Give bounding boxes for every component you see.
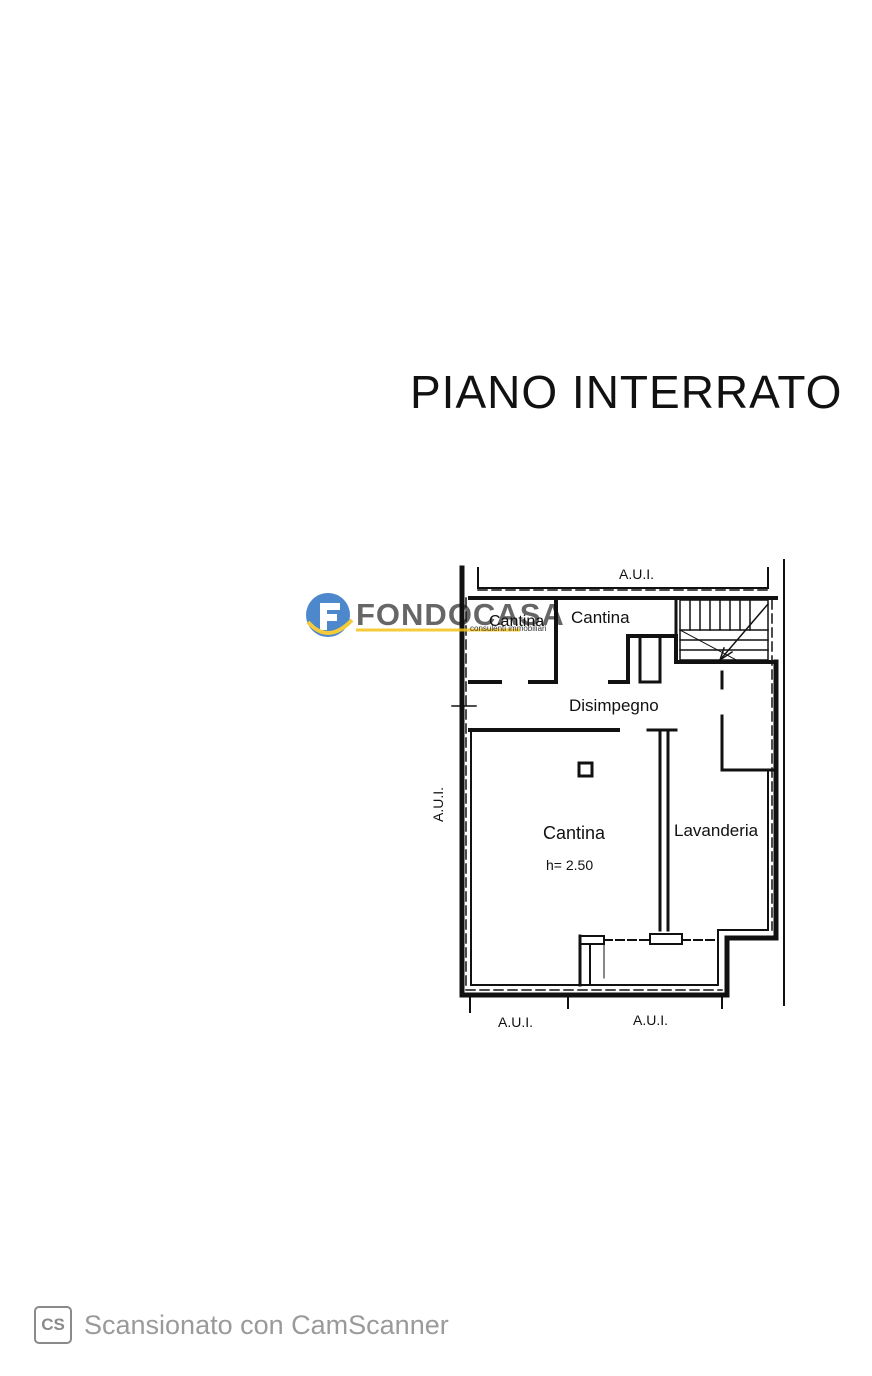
wall [579,935,605,945]
bottom-tick [469,994,723,1013]
room-label-cantina-top: Cantina [571,608,630,627]
boundary-label-left: A.U.I. [430,787,446,822]
stairs [679,599,770,663]
fondocasa-tagline: consulenti immobiliari [470,624,547,633]
wall [608,634,778,684]
outer-wall [459,565,779,998]
camscanner-text: Scansionato con CamScanner [84,1309,449,1340]
room-height-label: h= 2.50 [546,857,593,873]
camscanner-footer: CS Scansionato con CamScanner [34,1306,449,1344]
top-wall [477,567,769,589]
wall [720,714,774,772]
boundary-label-bottom-right: A.U.I. [633,1012,668,1028]
boundary-label-bottom-left: A.U.I. [498,1014,533,1030]
room-label-lavanderia: Lavanderia [674,821,759,840]
room-label-disimpegno: Disimpegno [569,696,659,715]
boundary-label-top: A.U.I. [619,566,654,582]
room-label-cantina-main: Cantina [543,823,606,843]
tick [451,693,477,719]
camscanner-logo-icon: CS [34,1306,72,1344]
plan-title: PIANO INTERRATO [410,366,843,418]
column [577,761,594,778]
outer-wall-inner [470,729,769,986]
fondocasa-watermark: FONDOCASA consulenti immobiliari [306,593,565,637]
fondocasa-brand: FONDOCASA [356,597,565,632]
room-label-cantina-small: Cantina [489,613,544,630]
wall [649,933,683,945]
wall [638,634,662,684]
